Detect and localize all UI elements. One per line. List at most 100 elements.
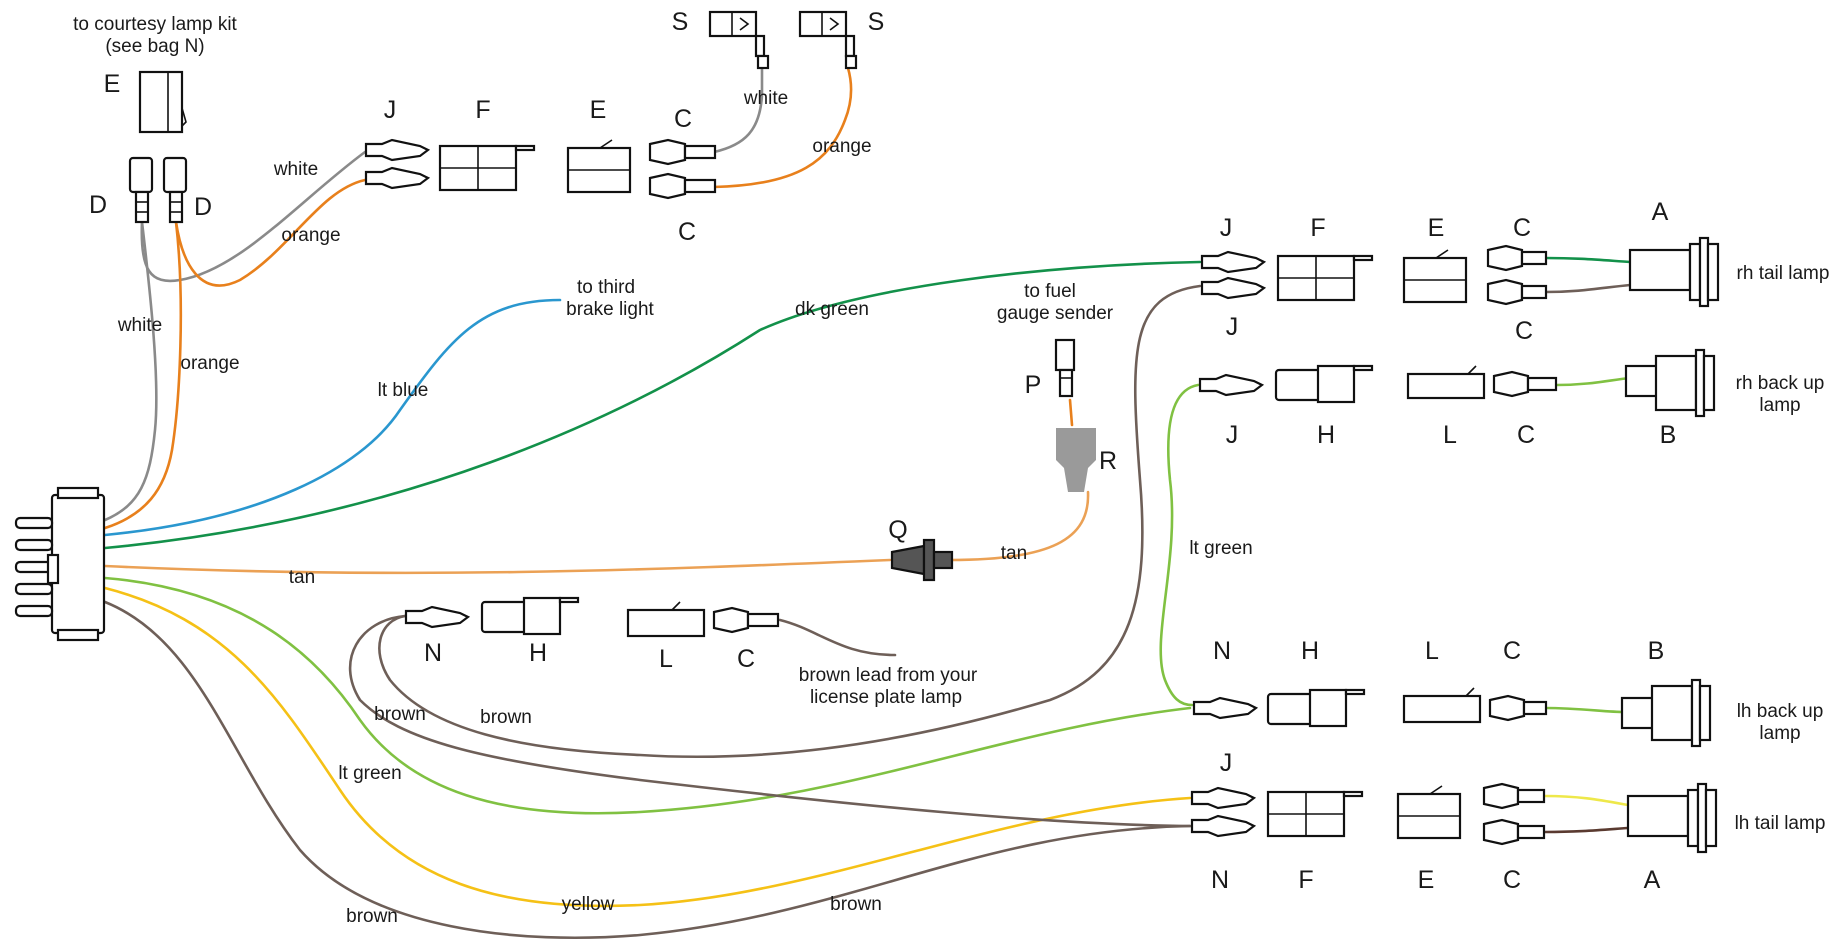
wires [103, 66, 1632, 939]
letter-s-right: S [868, 8, 885, 36]
note-fuel-line2: gauge sender [997, 303, 1114, 324]
letter-d-left: D [89, 191, 107, 219]
letter-c-lh-tail: C [1503, 866, 1521, 894]
letter-f-top: F [475, 96, 490, 124]
part-c-mid [712, 606, 780, 634]
part-f-lh-tail [1266, 790, 1364, 838]
wire-yellow [103, 586, 1192, 908]
letter-j-rh-backup: J [1226, 421, 1239, 449]
wire-tan-main-to-q [103, 558, 892, 575]
part-c-top-lower [648, 172, 717, 200]
letter-h-mid: H [529, 639, 547, 667]
letter-l-lh-backup: L [1425, 637, 1439, 665]
wire-dk-green [103, 260, 1202, 550]
letter-q: Q [888, 516, 907, 544]
label-brown-2: brown [480, 707, 532, 728]
letter-r: R [1099, 447, 1117, 475]
letter-e-top: E [590, 96, 607, 124]
letter-l-mid: L [659, 645, 673, 673]
letter-f-rh-tail: F [1310, 214, 1325, 242]
wire-brown-lh-tail-lamp [1543, 826, 1630, 834]
note-courtesy-line1: to courtesy lamp kit [73, 14, 237, 35]
label-dk-green: dk green [795, 299, 869, 320]
part-h-mid [480, 596, 580, 636]
part-p-fuel-terminal [1054, 338, 1076, 398]
label-orange-1: orange [281, 225, 340, 246]
part-j-rh-backup [1198, 373, 1265, 397]
letter-c-rh-tail2: C [1515, 317, 1533, 345]
label-lh-backup-line2: lamp [1759, 723, 1800, 744]
part-e-courtesy [138, 70, 187, 134]
label-rh-tail-lamp: rh tail lamp [1737, 263, 1830, 284]
label-lt-green-1: lt green [338, 763, 401, 784]
part-c-rh-backup [1492, 370, 1558, 398]
label-white-2: white [117, 315, 162, 336]
letter-l-rh-backup: L [1443, 421, 1457, 449]
label-tan-1: tan [289, 567, 315, 588]
letter-c-mid: C [737, 645, 755, 673]
part-a-rh-tail-lamp [1628, 236, 1720, 308]
part-f-rh-tail [1276, 254, 1374, 302]
part-n-lh-backup [1192, 696, 1259, 720]
part-b-lh-backup-lamp [1620, 678, 1712, 748]
part-c-rh-tail [1486, 244, 1548, 306]
wire-lt-green-main [103, 576, 1192, 815]
wire-lt-green-rh-backup [1555, 376, 1632, 387]
letter-h-rh-backup: H [1317, 421, 1335, 449]
label-brown-3: brown [346, 906, 398, 927]
part-s-left [708, 10, 770, 70]
letter-n-lh-backup: N [1213, 637, 1231, 665]
notes: to courtesy lamp kit (see bag N) to thir… [73, 14, 1114, 708]
wire-lt-blue [103, 298, 562, 537]
main-harness-connector [14, 486, 106, 642]
part-d-terminal-right [162, 156, 188, 224]
part-c-lh-backup [1488, 694, 1548, 722]
wire-tan-q-to-r [948, 490, 1090, 562]
wire-orange-p-to-r [1068, 398, 1074, 427]
part-d-terminal-left [128, 156, 154, 224]
part-h-rh-backup [1274, 364, 1374, 404]
part-e-top [566, 139, 632, 194]
wire-yellow-lh-tail-lamp [1543, 794, 1630, 807]
wire-brown-license [778, 618, 897, 657]
letter-a-rh-tail: A [1652, 198, 1669, 226]
wire-dk-green-rh-tail-lamp [1543, 256, 1632, 264]
part-f-top [438, 144, 536, 192]
label-lt-green-2: lt green [1189, 538, 1252, 559]
part-j-top [364, 138, 431, 190]
part-c-top-upper [648, 138, 717, 166]
letter-s-left: S [672, 8, 689, 36]
part-n-mid [404, 605, 471, 629]
label-rh-backup-line1: rh back up [1736, 373, 1825, 394]
note-fuel-line1: to fuel [1024, 281, 1076, 302]
letter-e-rh-tail: E [1428, 214, 1445, 242]
wire-orange-d-to-j [174, 178, 367, 287]
label-rh-backup-line2: lamp [1759, 395, 1800, 416]
part-h-lh-backup [1266, 688, 1366, 728]
part-b-rh-backup-lamp [1624, 348, 1716, 418]
wire-lt-green-lh-backup [1543, 706, 1627, 714]
part-c-lh-tail [1482, 782, 1546, 846]
wire-white-d-to-main [103, 220, 158, 522]
letter-n-lh-tail: N [1211, 866, 1229, 894]
label-white-1: white [273, 159, 318, 180]
wire-white-c-to-s [712, 66, 764, 154]
letter-b-rh-backup: B [1660, 421, 1677, 449]
letter-d-right: D [194, 193, 212, 221]
letter-p: P [1025, 371, 1042, 399]
wire-brown-rh-tail-lamp [1543, 283, 1632, 294]
note-plate-line2: license plate lamp [810, 687, 962, 708]
part-j-rh-tail [1200, 250, 1267, 300]
wire-lt-green-loop [1159, 383, 1200, 707]
part-a-lh-tail-lamp [1626, 782, 1718, 854]
letter-e-lh-tail: E [1418, 866, 1435, 894]
letter-f-lh-tail: F [1298, 866, 1313, 894]
part-e-lh-tail [1396, 785, 1462, 840]
wire-orange-d-to-main [103, 220, 183, 530]
part-q-inline [890, 538, 954, 582]
letter-j-rh-tail: J [1220, 214, 1233, 242]
label-lh-tail-lamp: lh tail lamp [1735, 813, 1826, 834]
letter-j-rh-tail2: J [1226, 313, 1239, 341]
part-j-lh-tail [1190, 786, 1257, 810]
